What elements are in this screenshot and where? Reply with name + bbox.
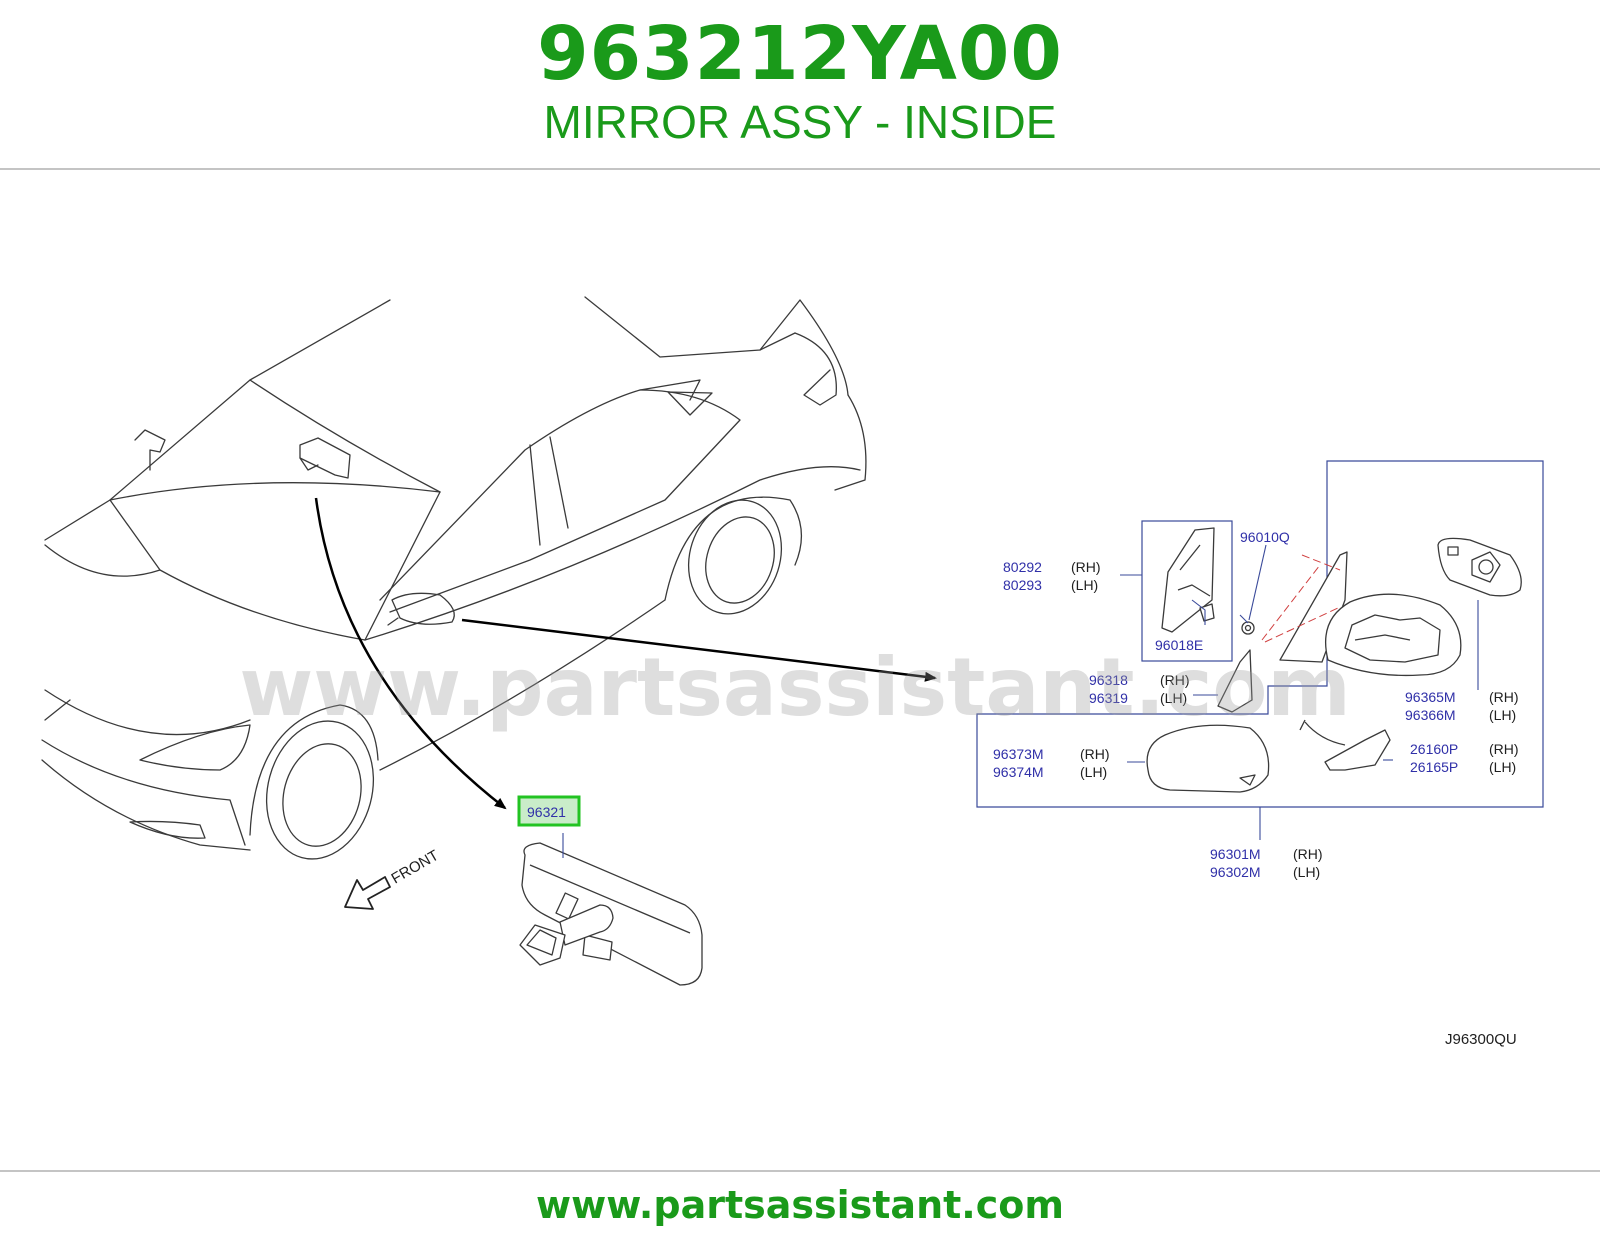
label-96302M: 96302M: [1210, 864, 1261, 880]
door-mirror-arrow: [461, 618, 937, 682]
diagram-code: J96300QU: [1445, 1031, 1517, 1048]
inside-mirror-arrow: [314, 497, 507, 810]
label-96301M-side: (RH): [1293, 846, 1323, 862]
label-96366M: 96366M: [1405, 707, 1456, 723]
highlight-box-96321: [517, 795, 581, 827]
door-mirror-parts: [1127, 527, 1522, 793]
label-96373M-side: (RH): [1080, 746, 1110, 762]
watermark-text: www.partsassistant.com: [239, 641, 1350, 734]
label-96318-side: (RH): [1160, 672, 1190, 688]
label-96319: 96319: [1089, 690, 1128, 706]
label-96366M-side: (LH): [1489, 707, 1516, 723]
label-96010Q: 96010Q: [1240, 529, 1290, 545]
label-96302M-side: (LH): [1293, 864, 1320, 880]
label-96321: 96321: [527, 804, 566, 820]
label-26160P: 26160P: [1410, 741, 1458, 757]
label-96318: 96318: [1089, 672, 1128, 688]
front-label: FRONT: [389, 847, 442, 888]
footer-divider: [0, 1170, 1600, 1172]
car-illustration: [41, 296, 867, 860]
label-26165P: 26165P: [1410, 759, 1458, 775]
label-96374M: 96374M: [993, 764, 1044, 780]
page-header: 963212YA00 MIRROR ASSY - INSIDE: [0, 0, 1600, 168]
mirror-assembly-box: [976, 460, 1544, 808]
label-96373M: 96373M: [993, 746, 1044, 762]
label-26165P-side: (LH): [1489, 759, 1516, 775]
label-80292: 80292: [1003, 559, 1042, 575]
label-80293: 80293: [1003, 577, 1042, 593]
inside-mirror-part: [519, 833, 703, 986]
front-direction-arrow: FRONT: [344, 847, 442, 910]
label-group: 80292 (RH) 80293 (LH) 96018E 96010Q 9631…: [993, 529, 1519, 1048]
footer-url-link[interactable]: www.partsassistant.com: [536, 1183, 1064, 1227]
header-divider: [0, 168, 1600, 170]
bracket-box: [1141, 520, 1233, 662]
label-26160P-side: (RH): [1489, 741, 1519, 757]
label-96365M-side: (RH): [1489, 689, 1519, 705]
label-80292-side: (RH): [1071, 559, 1101, 575]
label-96018E: 96018E: [1155, 637, 1203, 653]
label-96374M-side: (LH): [1080, 764, 1107, 780]
label-96301M: 96301M: [1210, 846, 1261, 862]
part-name-subtitle: MIRROR ASSY - INSIDE: [543, 96, 1057, 148]
label-80293-side: (LH): [1071, 577, 1098, 593]
label-96365M: 96365M: [1405, 689, 1456, 705]
part-number-title: 963212YA00: [537, 11, 1063, 97]
label-96319-side: (LH): [1160, 690, 1187, 706]
